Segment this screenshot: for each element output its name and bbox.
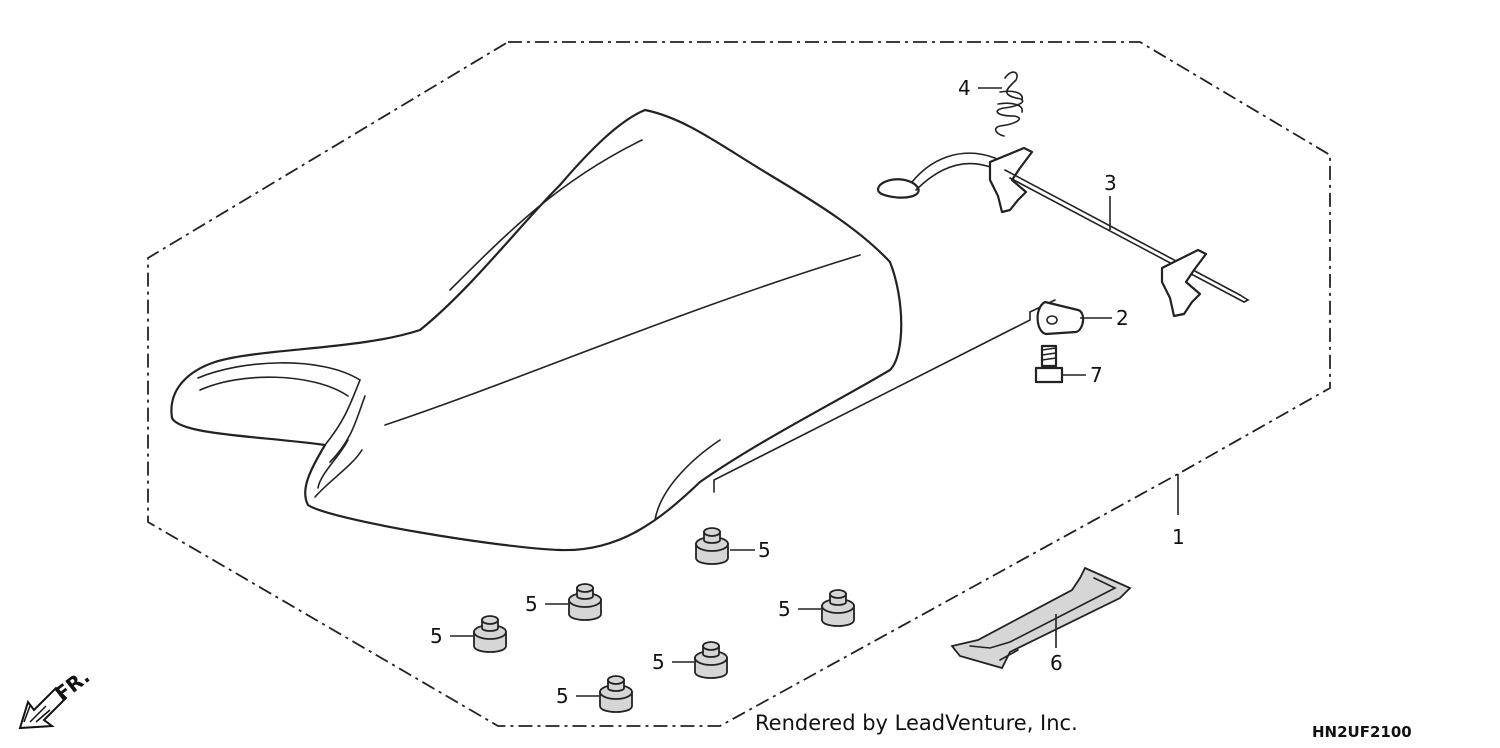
cushion-part-a[interactable] [695,527,729,565]
plate-callout: 2 [1116,306,1129,330]
cushion-f-callout: 5 [556,684,569,708]
bolt-part[interactable] [1034,344,1064,384]
band-part[interactable] [950,566,1132,670]
cushion-d-callout: 5 [430,624,443,648]
bolt-callout: 7 [1090,363,1103,387]
seat-part[interactable] [170,108,903,552]
spring-part[interactable] [994,71,1024,137]
cushion-part-b[interactable] [568,583,602,621]
render-credit: Rendered by LeadVenture, Inc. [755,711,1078,735]
spring-callout: 4 [958,76,971,100]
plate-part[interactable] [1036,300,1085,336]
band-callout: 6 [1050,651,1063,675]
lock-rod-part[interactable] [877,146,1250,318]
front-direction-arrow-icon [18,686,68,730]
seat-callout: 1 [1172,525,1185,549]
cushion-e-callout: 5 [652,650,665,674]
cushion-part-e[interactable] [694,641,728,679]
cushion-part-c[interactable] [821,589,855,627]
assembly-boundary [147,41,1331,727]
cushion-part-d[interactable] [473,615,507,653]
cushion-b-callout: 5 [525,592,538,616]
diagram-code: HN2UF2100 [1312,723,1412,741]
seat-base-plane [713,299,1056,493]
cushion-c-callout: 5 [778,597,791,621]
cushion-part-f[interactable] [599,675,633,713]
cushion-a-callout: 5 [758,538,771,562]
lock-rod-callout: 3 [1104,171,1117,195]
